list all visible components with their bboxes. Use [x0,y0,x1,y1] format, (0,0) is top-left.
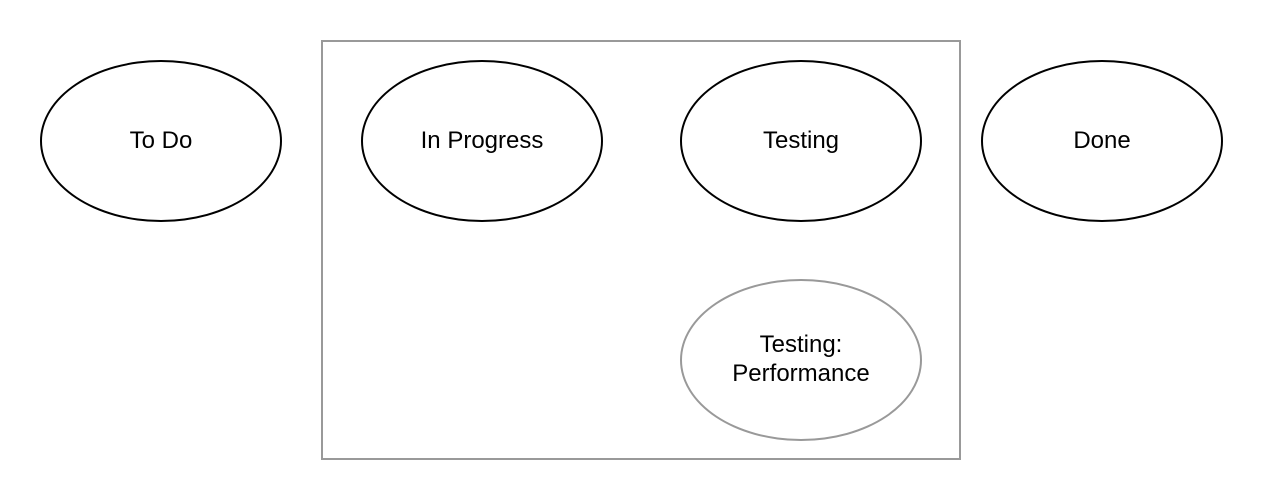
node-label: To Do [129,126,193,154]
node-label: Done [1073,126,1131,154]
node-label: Testing [762,126,840,154]
node-testing-performance[interactable]: Testing: Performance [680,279,922,441]
node-testing[interactable]: Testing [680,60,922,222]
node-done[interactable]: Done [981,60,1223,222]
container-rectangle[interactable] [321,40,961,460]
node-label: In Progress [420,126,544,154]
node-to-do[interactable]: To Do [40,60,282,222]
node-in-progress[interactable]: In Progress [361,60,603,222]
node-label: Testing: Performance [732,331,870,387]
